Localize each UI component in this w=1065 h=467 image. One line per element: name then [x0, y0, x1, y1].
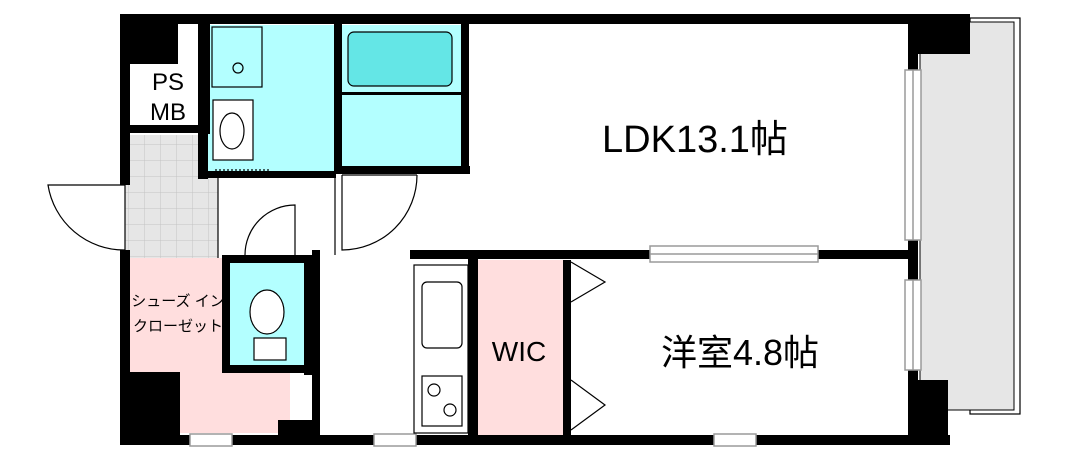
western-room-label: 洋室4.8帖	[661, 332, 819, 373]
balcony	[919, 17, 1021, 415]
windows	[189, 69, 922, 447]
wic-floor	[478, 260, 563, 435]
ldk-label: LDK13.1帖	[602, 119, 788, 161]
ps-mb-label-1: PS	[152, 69, 184, 96]
ps-mb-label-2: MB	[150, 99, 186, 126]
shoe-closet-label-1: シューズ イン	[131, 293, 224, 310]
doors	[47, 174, 607, 431]
shoe-closet-label-2: クローゼット	[133, 318, 223, 335]
wic-label: WIC	[492, 336, 546, 367]
shoe-closet-floor	[125, 258, 290, 433]
fixtures	[211, 26, 469, 434]
